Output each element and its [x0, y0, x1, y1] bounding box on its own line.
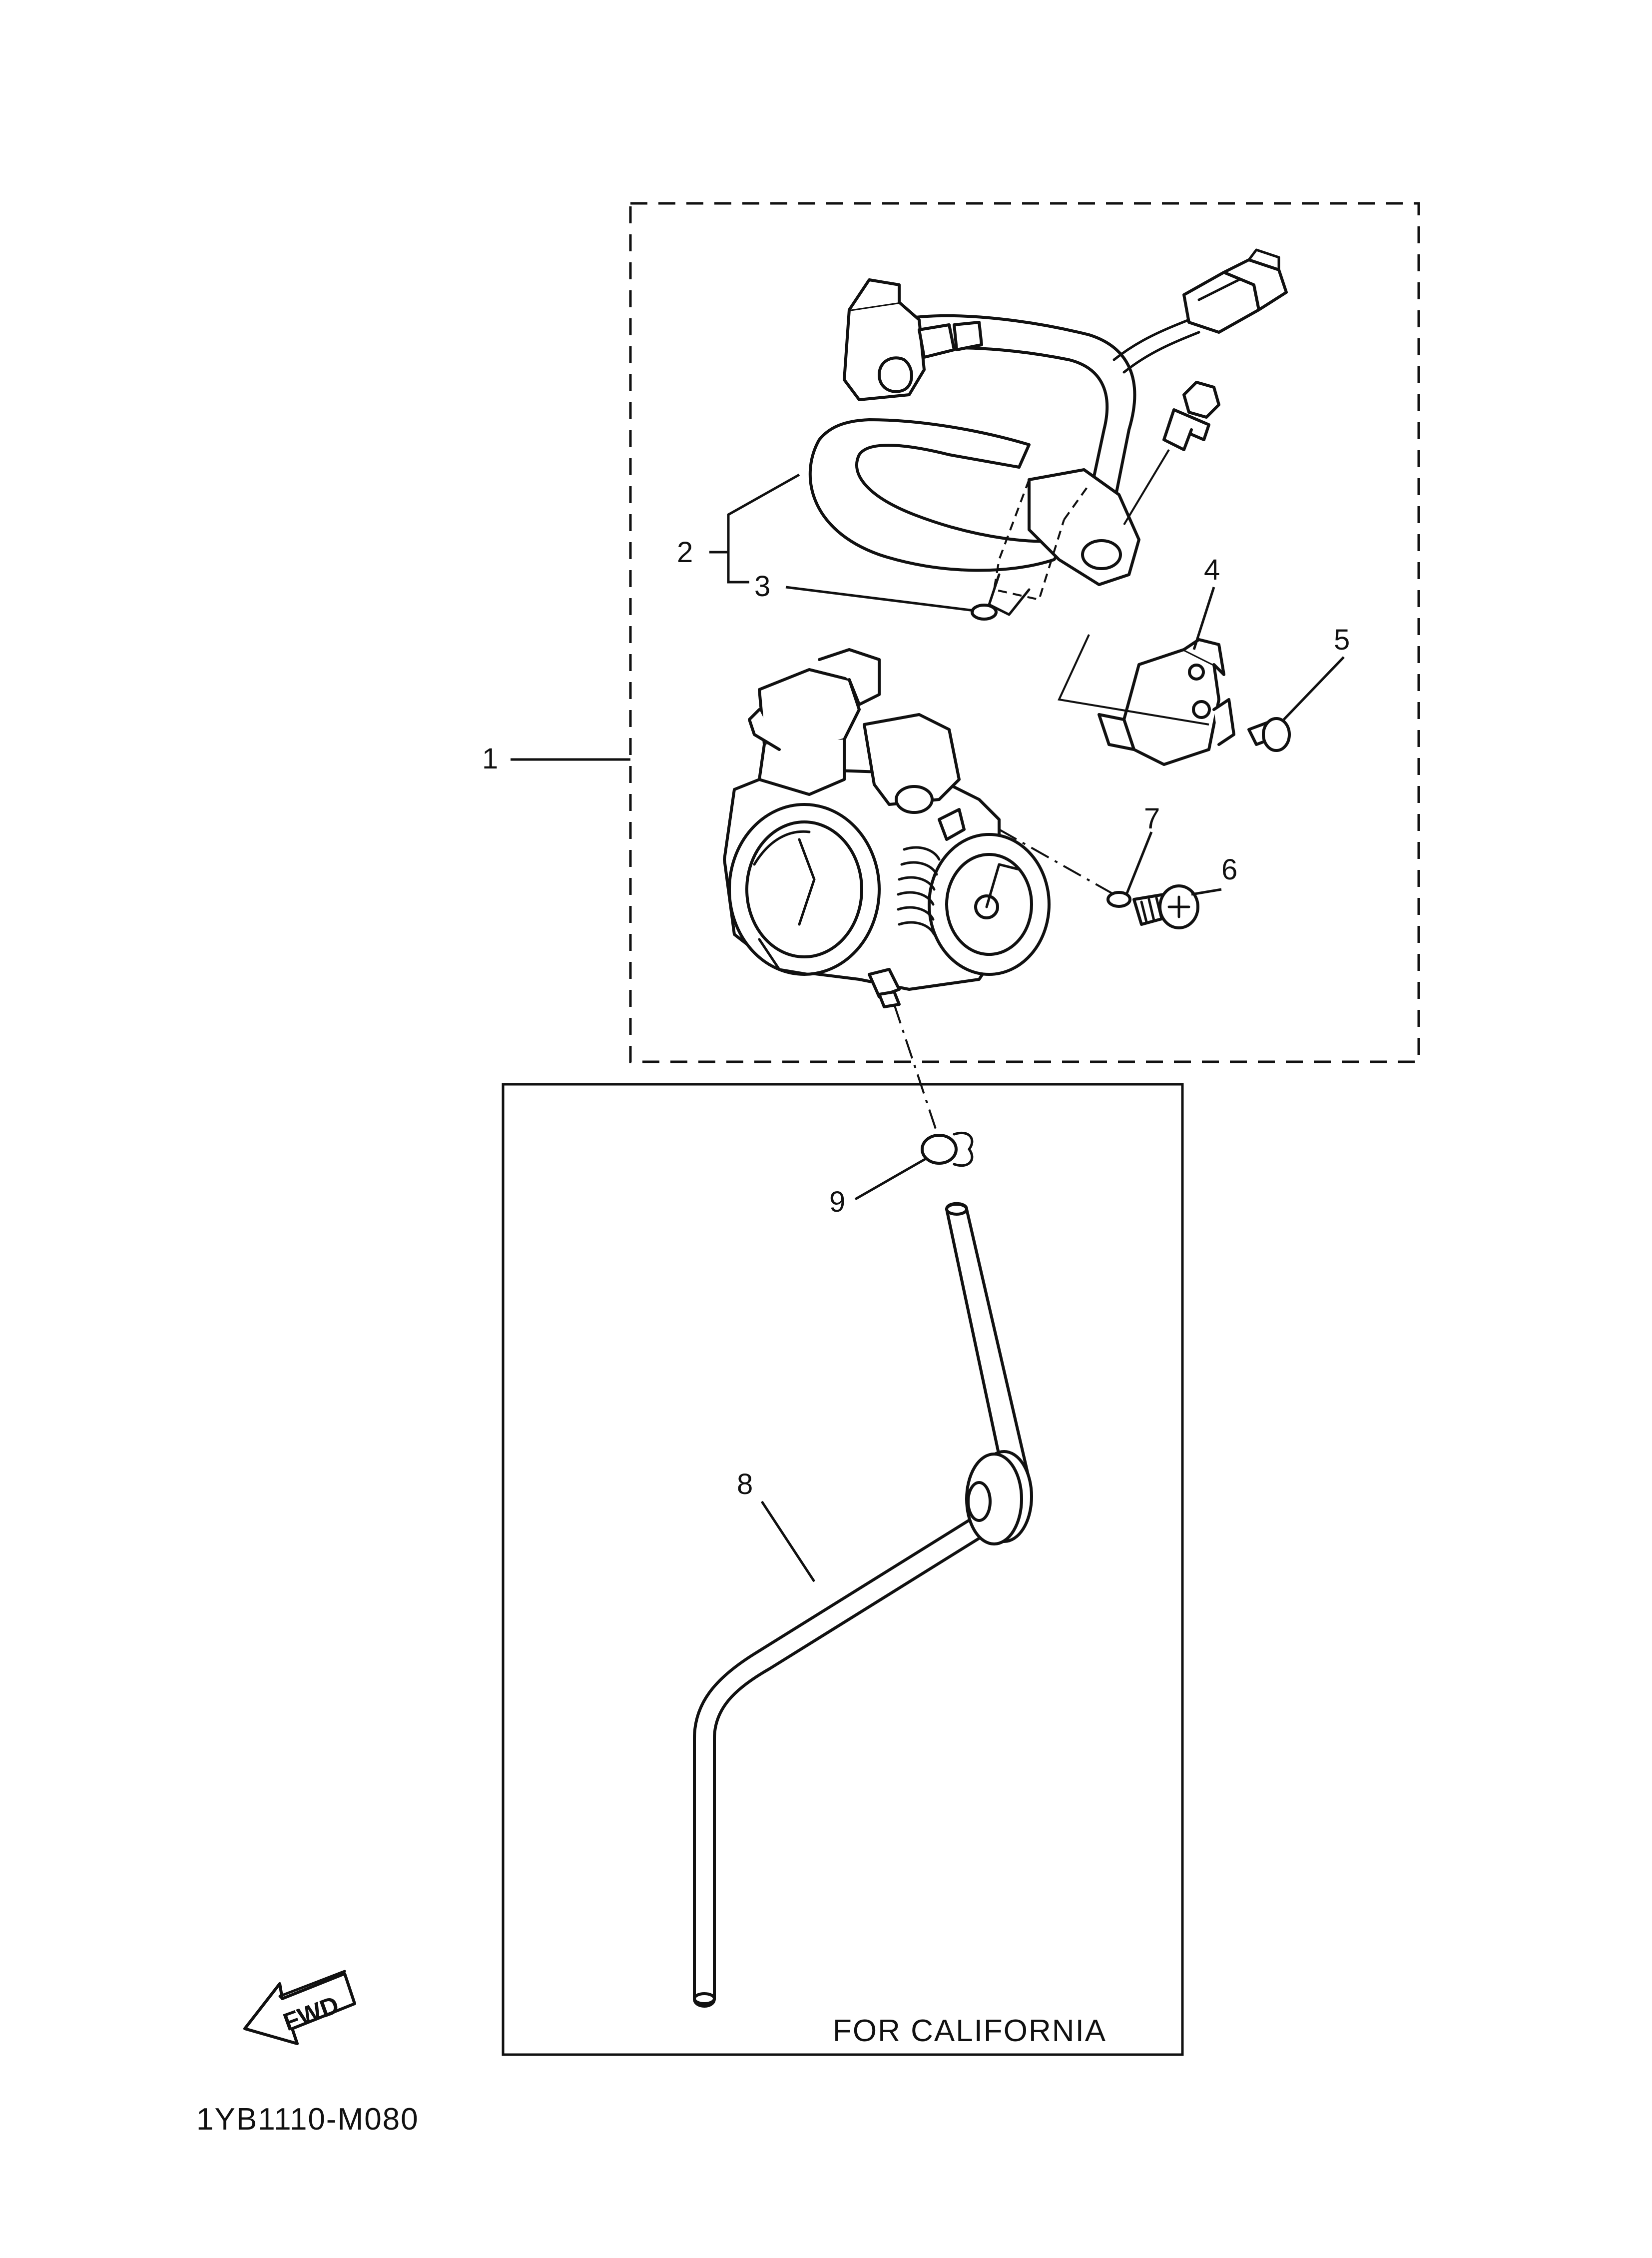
harness-coupler-left: [843, 278, 983, 401]
centerline-oring7: [999, 828, 1114, 895]
o-ring-3: [971, 604, 998, 621]
centerline-hose: [893, 1004, 940, 1140]
bracket-4: [1098, 638, 1235, 766]
callout-9: 9: [829, 1186, 845, 1218]
adjust-screw-6: [1132, 884, 1199, 929]
leader-9: [854, 1157, 928, 1201]
callout-6: 6: [1221, 853, 1237, 886]
leader-5: [1283, 656, 1345, 721]
leader-6: [1191, 888, 1222, 896]
wire-harness: [808, 248, 1288, 616]
hose-clip-9: [921, 1131, 974, 1167]
callout-1: 1: [482, 743, 498, 775]
screw-5: [1247, 717, 1291, 752]
leader-7: [1125, 831, 1153, 895]
fwd-arrow-icon: FWD: [243, 1970, 356, 2045]
callout-3: 3: [754, 570, 770, 603]
return-spring: [897, 846, 941, 936]
callout-5: 5: [1334, 624, 1350, 656]
centerline-bracket: [1058, 634, 1209, 726]
california-label: FOR CALIFORNIA: [833, 2014, 1106, 2048]
breather-hose-8: [693, 1202, 1033, 2008]
leader-2: [709, 473, 800, 584]
callout-8: 8: [737, 1468, 753, 1501]
leader-4: [1192, 587, 1215, 650]
sensor-body: [988, 468, 1140, 616]
o-ring-7: [1106, 891, 1131, 908]
leader-8: [760, 1501, 816, 1582]
assembly-dashed-boundary: [629, 202, 1420, 1063]
california-box: [502, 1083, 1184, 2056]
callout-2: 2: [677, 536, 693, 569]
harness-connector-right: [1182, 248, 1288, 334]
throttle-body: [723, 648, 1051, 1008]
harness-bolt: [1162, 381, 1220, 451]
diagram-code: 1YB1110-M080: [196, 2102, 419, 2137]
callout-7: 7: [1144, 802, 1160, 835]
leader-3: [785, 586, 975, 612]
callout-4: 4: [1204, 554, 1220, 586]
